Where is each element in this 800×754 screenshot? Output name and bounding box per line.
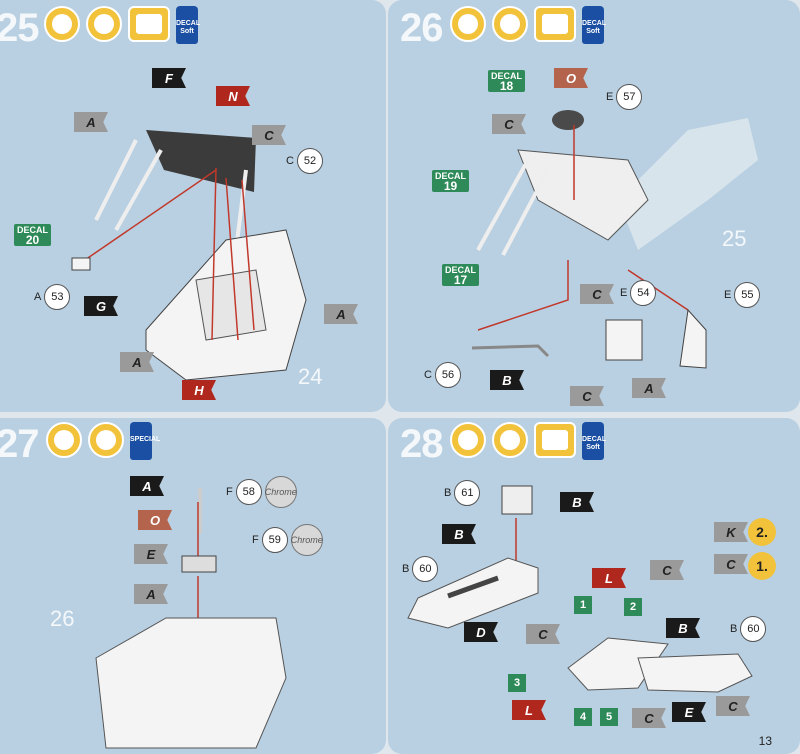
- part-flag: G: [84, 296, 118, 316]
- glue-icon: [44, 6, 80, 42]
- part-flag: C: [526, 624, 560, 644]
- brush-icon: [88, 422, 124, 458]
- part-flag: O: [554, 68, 588, 88]
- part-flag: A: [324, 304, 358, 324]
- part-flag: D: [464, 622, 498, 642]
- part-flag: C: [714, 554, 748, 574]
- step-number: 25: [0, 6, 39, 50]
- decal-number: 2: [624, 598, 642, 616]
- decal-sheet-icon: [534, 422, 576, 458]
- decal-sheet-icon: [128, 6, 170, 42]
- decal-soft-bottle-icon: DECAL Soft: [582, 422, 606, 460]
- part-flag: C: [252, 125, 286, 145]
- part-flag: C: [492, 114, 526, 134]
- part-flag: E: [134, 544, 168, 564]
- sub-assembly-number: 24: [298, 364, 323, 389]
- part-flag: L: [512, 700, 546, 720]
- step-25-drawing: [71, 130, 307, 381]
- part-flag: C: [570, 386, 604, 406]
- brush-icon: [492, 6, 528, 42]
- step-icons: SPECIAL: [46, 422, 160, 460]
- part-flag: N: [216, 86, 250, 106]
- brush-icon: [492, 422, 528, 458]
- part-flag: B: [666, 618, 700, 638]
- step-icons: DECAL Soft: [44, 6, 200, 44]
- part-flag: C: [632, 708, 666, 728]
- page-number: 13: [758, 734, 772, 748]
- step-number: 28: [400, 422, 443, 466]
- step-number: 27: [0, 422, 39, 466]
- order-badge: 1.: [748, 552, 776, 580]
- part-flag: E: [672, 702, 706, 722]
- part-flag: A: [130, 476, 164, 496]
- glue-icon: [450, 422, 486, 458]
- part-flag: F: [152, 68, 186, 88]
- part-flag: H: [182, 380, 216, 400]
- step-number: 26: [400, 6, 443, 50]
- chrome-swatch: Chrome: [290, 524, 323, 556]
- decal-number: 4: [574, 708, 592, 726]
- brush-icon: [86, 6, 122, 42]
- decal-number: 5: [600, 708, 618, 726]
- part-flag: A: [632, 378, 666, 398]
- part-flag: B: [490, 370, 524, 390]
- step-icons: DECAL Soft: [450, 422, 606, 460]
- decal-number: 3: [508, 674, 526, 692]
- part-flag: C: [650, 560, 684, 580]
- part-flag: O: [138, 510, 172, 530]
- part-flag: L: [592, 568, 626, 588]
- part-flag: C: [580, 284, 614, 304]
- glue-icon: [46, 422, 82, 458]
- step-28-panel: 28 DECAL Soft B B D L C C B C L E C K C …: [388, 418, 800, 754]
- sub-assembly-number: 25: [722, 226, 747, 251]
- part-flag: A: [74, 112, 108, 132]
- part-flag: B: [560, 492, 594, 512]
- decal-number: 1: [574, 596, 592, 614]
- part-flag: B: [442, 524, 476, 544]
- part-flag: K: [714, 522, 748, 542]
- chrome-swatch: Chrome: [264, 476, 297, 508]
- glue-icon: [450, 6, 486, 42]
- part-flag: A: [134, 584, 168, 604]
- step-28-drawing: [407, 485, 753, 693]
- decal-soft-bottle-icon: DECAL Soft: [176, 6, 200, 44]
- order-badge: 2.: [748, 518, 776, 546]
- decal-sheet-icon: [534, 6, 576, 42]
- special-bottle-icon: SPECIAL: [130, 422, 160, 460]
- step-26-drawing: [471, 110, 758, 369]
- step-icons: DECAL Soft: [450, 6, 606, 44]
- part-flag: A: [120, 352, 154, 372]
- step-27-drawing: [95, 488, 287, 749]
- decal-soft-bottle-icon: DECAL Soft: [582, 6, 606, 44]
- part-flag: C: [716, 696, 750, 716]
- sub-assembly-number: 26: [50, 606, 75, 631]
